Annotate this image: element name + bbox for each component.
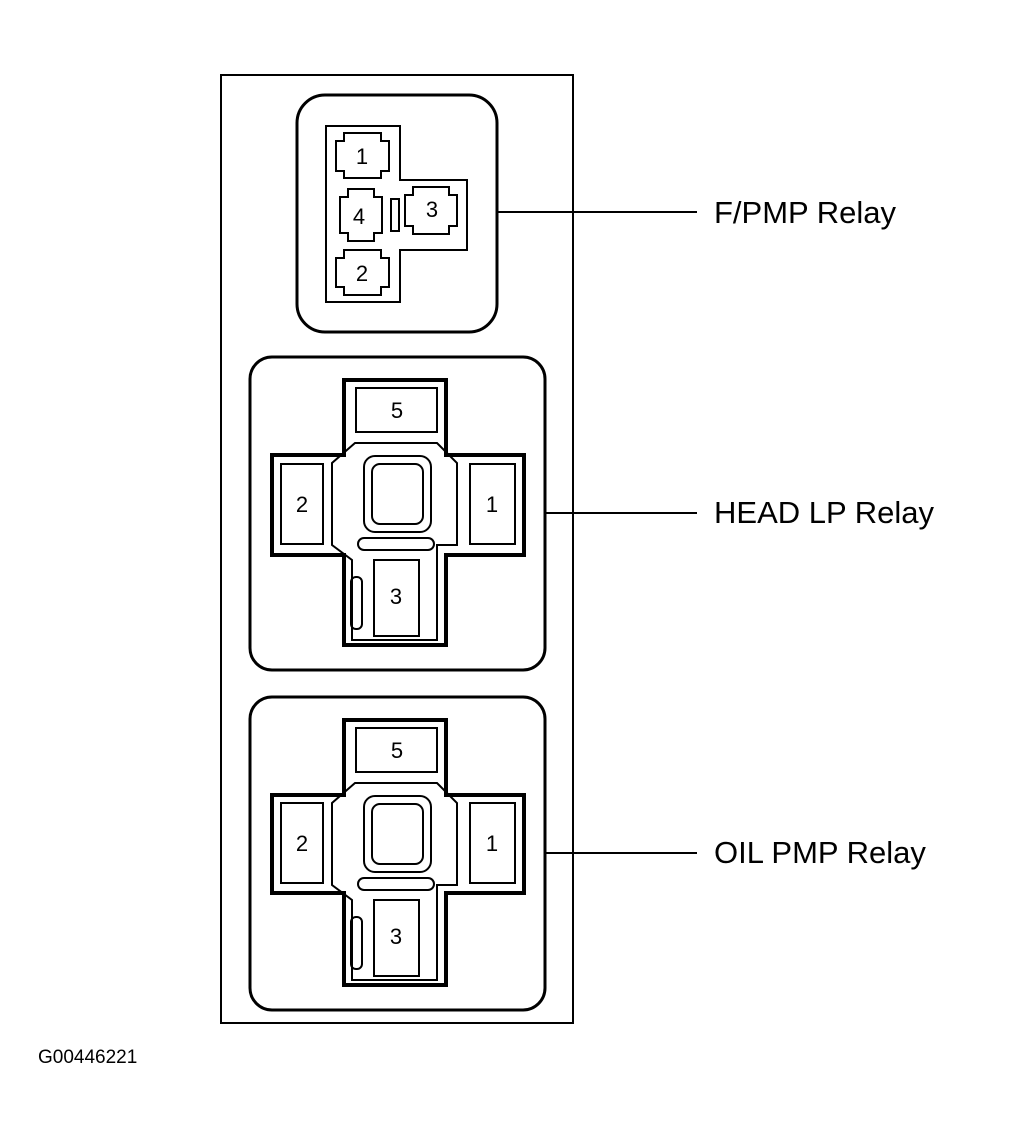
head-lp-relay-label: HEAD LP Relay <box>714 495 934 530</box>
fpmp-pin-4-number: 4 <box>353 204 365 229</box>
oil-pmp-pin-3-number: 3 <box>390 924 402 949</box>
head-lp-center-terminal-outer <box>363 455 432 533</box>
fpmp-pin-3-number: 3 <box>426 197 438 222</box>
fpmp-pin-1-socket <box>335 132 390 179</box>
head-lp-pin-3-number: 3 <box>390 584 402 609</box>
fpmp-relay-housing <box>295 93 499 334</box>
oil-pmp-pin-5-number: 5 <box>391 738 403 763</box>
fpmp-pin-2-socket <box>335 249 390 296</box>
fpmp-pin-2-number: 2 <box>356 261 368 286</box>
fpmp-relay: 1 4 3 2 F/PMP Relay <box>295 93 897 334</box>
head-lp-horizontal-slot <box>357 537 435 551</box>
head-lp-pin-3-terminal <box>373 559 420 637</box>
oil-pmp-relay: 5 2 1 3 OIL PMP Relay <box>248 695 926 1012</box>
oil-pmp-pin-3-terminal <box>373 899 420 977</box>
fpmp-pin-3-socket <box>404 186 458 235</box>
head-lp-pin-1-terminal <box>469 463 516 545</box>
head-lp-pin-5-number: 5 <box>391 398 403 423</box>
oil-pmp-pin-1-number: 1 <box>486 831 498 856</box>
head-lp-pin-2-number: 2 <box>296 492 308 517</box>
oil-pmp-pin-2-number: 2 <box>296 831 308 856</box>
oil-pmp-horizontal-slot <box>357 877 435 891</box>
fpmp-relay-label: F/PMP Relay <box>714 195 897 230</box>
oil-pmp-pin-2-terminal <box>280 802 324 884</box>
oil-pmp-center-terminal-inner <box>371 803 424 865</box>
oil-pmp-relay-inner-outline <box>331 782 458 981</box>
fpmp-center-slot <box>390 198 400 232</box>
head-lp-pin-5-terminal <box>355 387 438 433</box>
head-lp-center-terminal-inner <box>371 463 424 525</box>
oil-pmp-vertical-slot <box>350 916 363 970</box>
head-lp-relay: 5 2 1 3 HEAD LP Relay <box>248 355 934 672</box>
oil-pmp-relay-base <box>270 718 526 987</box>
oil-pmp-pin-5-terminal <box>355 727 438 773</box>
oil-pmp-relay-label: OIL PMP Relay <box>714 835 926 870</box>
figure-code: G00446221 <box>38 1047 137 1068</box>
oil-pmp-pin-1-terminal <box>469 802 516 884</box>
fpmp-pin-1-number: 1 <box>356 144 368 169</box>
head-lp-vertical-slot <box>350 576 363 630</box>
oil-pmp-center-terminal-outer <box>363 795 432 873</box>
relay-panel <box>220 74 574 1024</box>
head-lp-relay-base <box>270 378 526 647</box>
head-lp-relay-inner-outline <box>331 442 458 641</box>
fpmp-relay-base <box>325 125 468 303</box>
head-lp-pin-1-number: 1 <box>486 492 498 517</box>
fpmp-pin-4-socket <box>339 188 383 242</box>
head-lp-pin-2-terminal <box>280 463 324 545</box>
